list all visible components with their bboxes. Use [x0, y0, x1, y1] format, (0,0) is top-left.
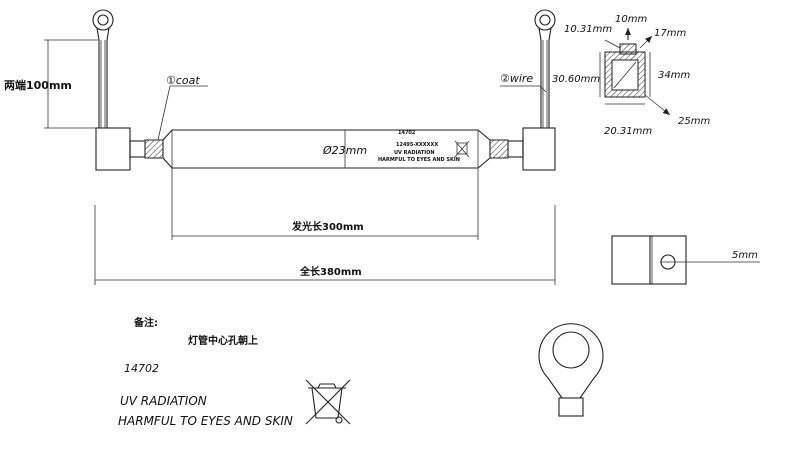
cap-dim-left: 30.60mm	[552, 74, 600, 85]
emit-length-label: 发光长300mm	[291, 220, 364, 233]
wire-callout: ②wire	[500, 72, 547, 93]
lead-length-dimension: 两端100mm	[4, 39, 98, 129]
left-lead-assembly	[92, 9, 164, 171]
coat-callout: ①coat	[157, 74, 208, 141]
tube-weee-icon	[454, 140, 470, 158]
cap-dim-right: 34mm	[658, 70, 690, 81]
lamp-tube: Ø23mm 14702 12495-XXXXXX UV RADIATION HA…	[162, 129, 491, 169]
total-length-dimension: 全长380mm	[94, 205, 556, 285]
cap-dim-bottom: 20.31mm	[604, 126, 652, 137]
tube-print-line-2: 12495-XXXXXX	[396, 142, 438, 148]
tube-diameter-label: Ø23mm	[322, 144, 367, 157]
cap-dim-diagonal: 25mm	[678, 116, 710, 127]
tube-print-line-4: HARMFUL TO EYES AND SKIN	[378, 157, 460, 163]
model-number: 14702	[124, 362, 159, 375]
cap-dim-top-right: 17mm	[654, 28, 686, 39]
hole-diameter-label: 5mm	[732, 250, 758, 261]
cap-dim-top: 10mm	[615, 14, 647, 25]
total-length-label: 全长380mm	[299, 265, 362, 278]
coat-label: ①coat	[166, 74, 200, 87]
emit-length-dimension: 发光长300mm	[171, 168, 479, 240]
right-lead-assembly	[489, 9, 556, 171]
warning-line-1: UV RADIATION	[120, 394, 207, 408]
tube-print-line-3: UV RADIATION	[394, 150, 435, 156]
note-text: 灯管中心孔朝上	[188, 334, 258, 347]
cap-detail-view: 10mm 10.31mm 17mm 30.60mm 34mm 20.31mm 2…	[552, 14, 710, 137]
wire-label: ②wire	[500, 72, 533, 85]
crossed-out-wheelie-bin-icon	[305, 379, 351, 425]
lead-length-label: 两端100mm	[4, 78, 72, 92]
ring-terminal-icon	[538, 323, 604, 417]
cap-dim-top-left: 10.31mm	[564, 24, 612, 35]
warning-line-2: HARMFUL TO EYES AND SKIN	[118, 414, 293, 428]
note-title: 备注:	[133, 316, 158, 329]
end-cap-side-view: 5mm	[611, 235, 760, 285]
tube-print-line-1: 14702	[398, 130, 416, 136]
